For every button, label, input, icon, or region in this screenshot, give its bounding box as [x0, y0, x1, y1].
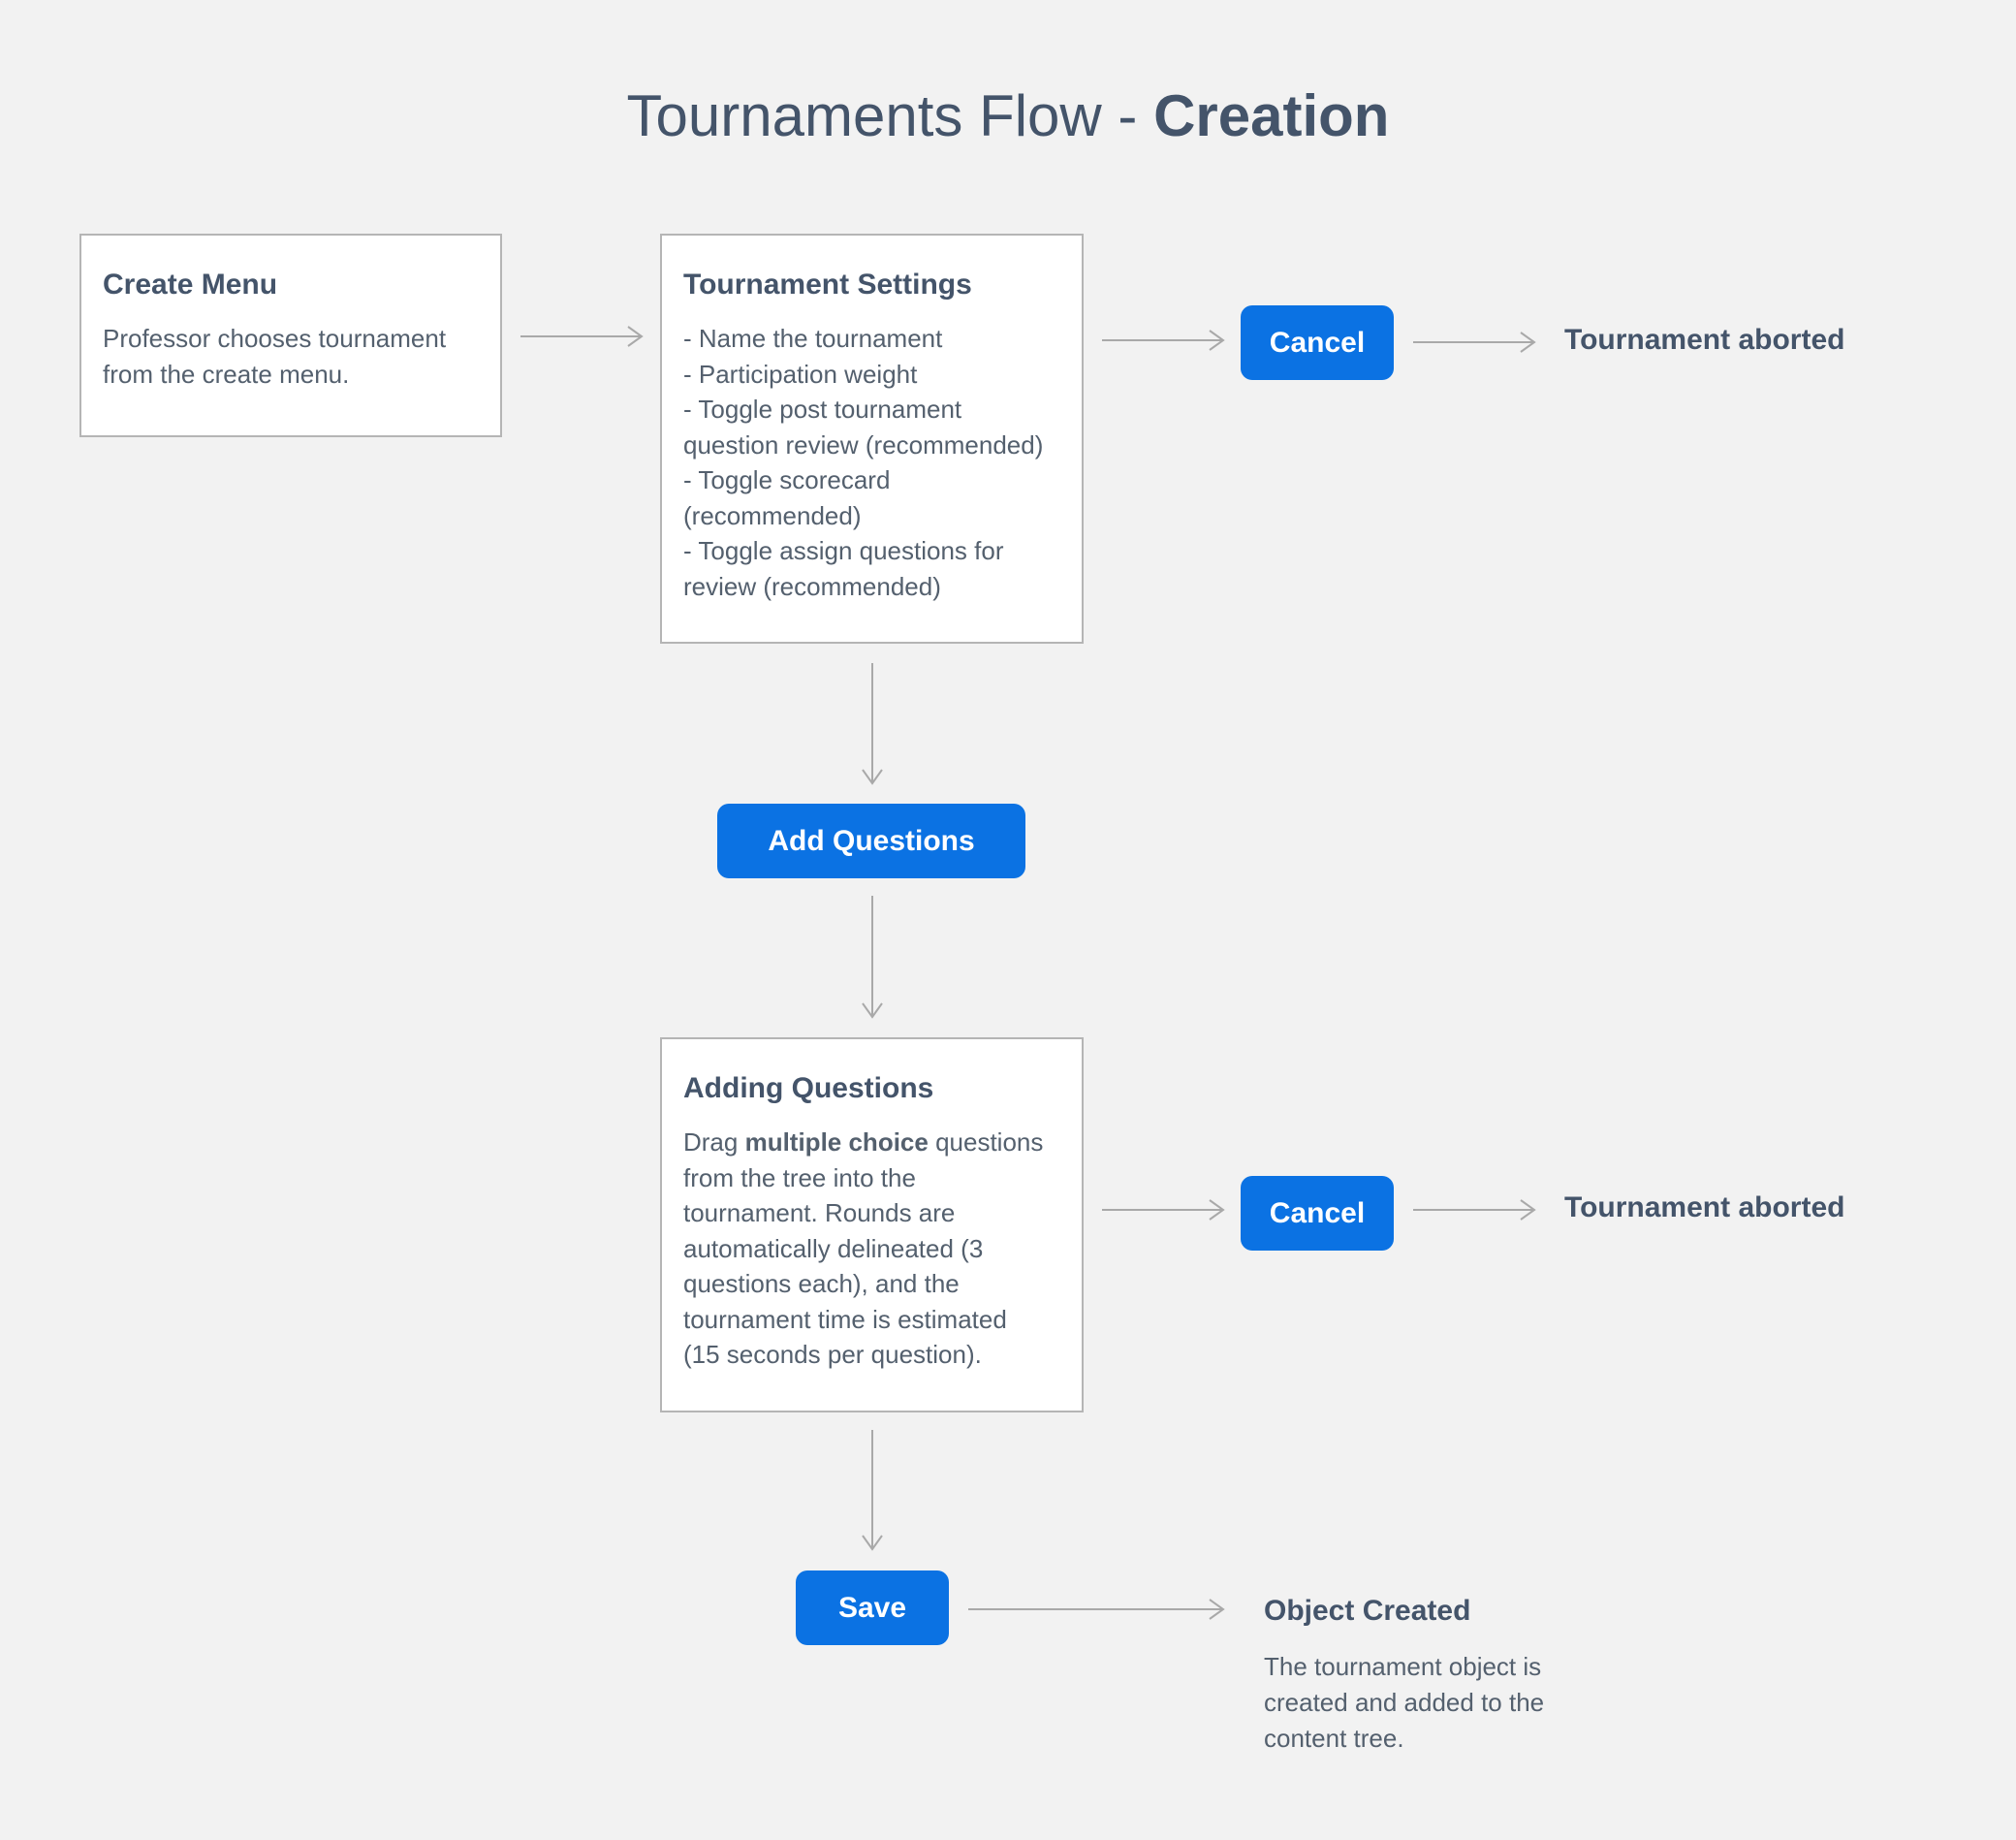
settings-item: - Toggle post tournament	[683, 395, 962, 424]
arrow-settings-to-add-questions	[862, 663, 883, 785]
page-title-bold: Creation	[1153, 83, 1390, 148]
adding-questions-line: Drag multiple choice questions	[683, 1125, 1060, 1160]
adding-questions-line: (15 seconds per question).	[683, 1340, 982, 1369]
arrow-adding-to-save	[862, 1430, 883, 1551]
create-menu-line: from the create menu.	[103, 359, 350, 389]
settings-item: - Participation weight	[683, 359, 918, 389]
create-menu-line: Professor chooses tournament	[103, 324, 447, 353]
settings-item: - Toggle assign questions for	[683, 536, 1004, 565]
adding-questions-description: Drag multiple choice questions from the …	[683, 1125, 1060, 1373]
tournament-settings-box: Tournament Settings - Name the tournamen…	[660, 234, 1084, 644]
adding-questions-line: automatically delineated (3	[683, 1233, 984, 1263]
adding-questions-box: Adding Questions Drag multiple choice qu…	[660, 1037, 1084, 1412]
create-menu-title: Create Menu	[103, 269, 278, 301]
adding-questions-line: tournament time is estimated	[683, 1304, 1007, 1334]
settings-item: - Toggle scorecard	[683, 465, 891, 494]
cancel-button[interactable]: Cancel	[1241, 305, 1394, 380]
adding-questions-title: Adding Questions	[683, 1072, 934, 1104]
object-created-title: Object Created	[1264, 1595, 1471, 1627]
arrow-add-questions-to-adding	[862, 896, 883, 1019]
object-created-line: created and added to the	[1264, 1688, 1545, 1717]
arrow-cancel-to-aborted	[1413, 332, 1536, 353]
text-emphasis: multiple choice	[744, 1127, 929, 1157]
page-title-regular: Tournaments Flow -	[626, 83, 1154, 148]
save-button[interactable]: Save	[796, 1570, 949, 1645]
object-created-line: content tree.	[1264, 1724, 1404, 1753]
settings-item: question review (recommended)	[683, 429, 1044, 460]
tournament-settings-list: - Name the tournament - Participation we…	[683, 321, 1060, 604]
create-menu-description: Professor chooses tournament from the cr…	[103, 321, 479, 392]
arrow-create-to-settings	[520, 326, 644, 347]
adding-questions-line: from the tree into the	[683, 1162, 916, 1192]
text-after: questions	[928, 1127, 1044, 1157]
adding-questions-line: questions each), and the	[683, 1269, 960, 1298]
object-created-description: The tournament object is created and add…	[1264, 1649, 1544, 1757]
adding-questions-line: tournament. Rounds are	[683, 1198, 956, 1227]
text-before: Drag	[683, 1127, 745, 1157]
settings-item: review (recommended)	[683, 571, 941, 601]
arrow-adding-to-cancel	[1102, 1199, 1225, 1221]
arrow-cancel-to-aborted	[1413, 1199, 1536, 1221]
page-title: Tournaments Flow - Creation	[0, 82, 2016, 149]
arrow-settings-to-cancel	[1102, 330, 1225, 351]
cancel-button[interactable]: Cancel	[1241, 1176, 1394, 1251]
tournament-aborted-label: Tournament aborted	[1564, 1191, 1845, 1223]
create-menu-box: Create Menu Professor chooses tournament…	[79, 234, 502, 437]
tournament-settings-title: Tournament Settings	[683, 269, 972, 301]
object-created-line: The tournament object is	[1264, 1652, 1542, 1681]
arrow-save-to-object-created	[968, 1599, 1225, 1620]
tournament-aborted-label: Tournament aborted	[1564, 324, 1845, 356]
settings-item: - Name the tournament	[683, 324, 943, 353]
settings-item: (recommended)	[683, 500, 862, 530]
add-questions-button[interactable]: Add Questions	[717, 804, 1025, 878]
